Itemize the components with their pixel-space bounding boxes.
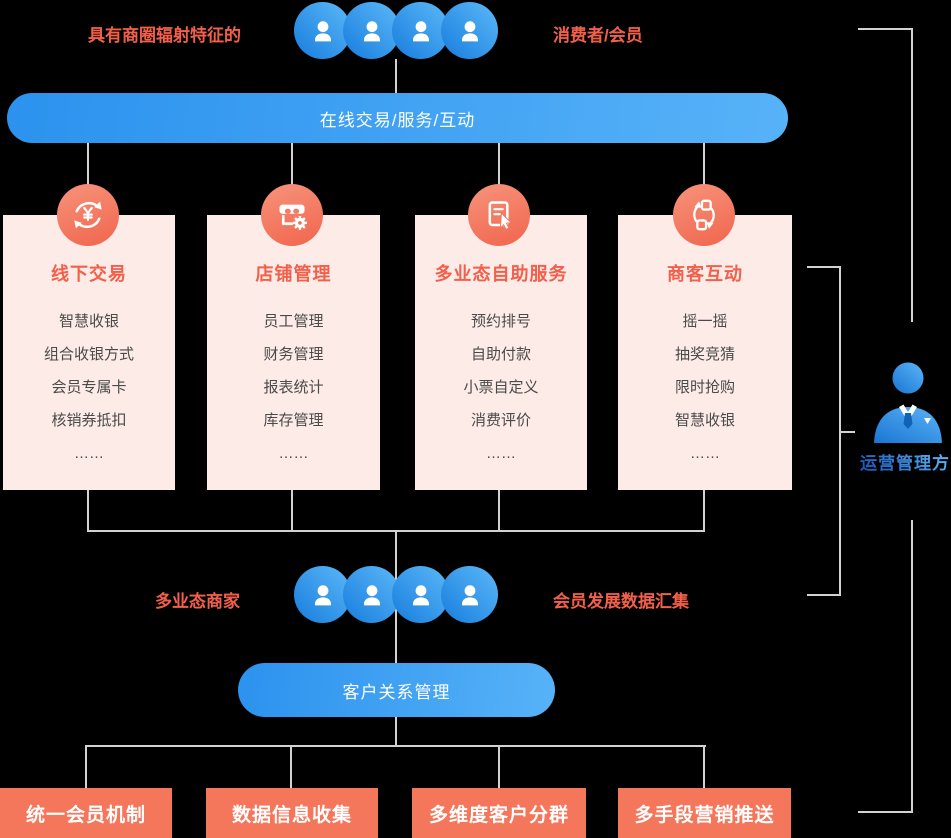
storefront-gear-icon xyxy=(261,184,323,246)
connector-line xyxy=(498,745,500,788)
card-item: 自助付款 xyxy=(470,346,531,363)
btn-marketing-push: 多手段营销推送 xyxy=(618,788,791,838)
label-consumer-member: 消费者/会员 xyxy=(553,26,643,45)
card-item: 小票自定义 xyxy=(463,379,539,396)
card-item: 智慧收银 xyxy=(58,313,119,330)
card-item: …… xyxy=(278,445,309,462)
connector-line xyxy=(498,490,500,532)
card-title: 线下交易 xyxy=(51,264,127,284)
connector-line xyxy=(703,490,705,532)
card-merchant-interaction: 商客互动 摇一摇 抽奖竞猜 限时抢购 智慧收银 …… xyxy=(618,215,792,490)
connector-line xyxy=(290,745,292,788)
connector-line xyxy=(291,490,293,532)
currency-exchange-icon xyxy=(57,184,119,246)
person-icon xyxy=(392,566,449,623)
document-click-icon xyxy=(468,184,530,246)
card-item: 会员专属卡 xyxy=(51,379,127,396)
person-icon xyxy=(343,566,400,623)
card-item: 报表统计 xyxy=(263,379,324,396)
bracket-line xyxy=(911,28,913,322)
card-store-management: 店铺管理 员工管理 财务管理 报表统计 库存管理 …… xyxy=(207,215,380,490)
btn-customer-segmentation: 多维度客户分群 xyxy=(412,788,586,838)
card-item: 消费评价 xyxy=(470,412,531,429)
card-item: 员工管理 xyxy=(263,313,324,330)
card-item: 预约排号 xyxy=(470,313,531,330)
person-icon xyxy=(441,566,498,623)
connector-line xyxy=(498,143,500,185)
card-title: 店铺管理 xyxy=(255,264,332,284)
connector-line xyxy=(395,59,397,94)
person-icon xyxy=(294,2,351,59)
connector-line xyxy=(87,490,89,532)
card-offline-trade: 线下交易 智慧收银 组合收银方式 会员专属卡 核销券抵扣 …… xyxy=(3,215,175,490)
connector-line xyxy=(86,745,706,747)
connector-line xyxy=(703,745,705,788)
person-icon xyxy=(392,2,449,59)
person-icon xyxy=(343,2,400,59)
connector-line xyxy=(291,143,293,185)
label-merchants: 多业态商家 xyxy=(155,592,240,611)
connector-line xyxy=(87,143,89,185)
card-item: …… xyxy=(486,445,516,462)
card-item: 财务管理 xyxy=(263,346,324,363)
bracket-line xyxy=(911,520,913,813)
sync-exchange-icon xyxy=(673,184,735,246)
bracket-line xyxy=(839,431,855,433)
card-title: 商客互动 xyxy=(667,264,743,284)
person-icon xyxy=(294,566,351,623)
card-item: …… xyxy=(690,445,720,462)
label-business-circle: 具有商圈辐射特征的 xyxy=(88,26,241,45)
person-icon xyxy=(441,2,498,59)
label-member-data: 会员发展数据汇集 xyxy=(553,592,689,611)
bracket-line xyxy=(807,594,841,596)
bracket-line xyxy=(807,266,841,268)
card-item: 组合收银方式 xyxy=(43,346,134,363)
card-item: …… xyxy=(74,445,104,462)
card-item: 智慧收银 xyxy=(674,412,735,429)
connector-line xyxy=(395,717,397,747)
card-title: 多业态自助服务 xyxy=(434,264,568,284)
card-item: 摇一摇 xyxy=(682,313,728,330)
card-item: 核销券抵扣 xyxy=(51,412,127,429)
bar-crm: 客户关系管理 xyxy=(238,663,555,717)
connector-line xyxy=(703,143,705,185)
connector-line xyxy=(85,745,87,788)
operator-label: 运营管理方 xyxy=(860,449,950,474)
btn-unified-membership: 统一会员机制 xyxy=(0,788,172,838)
bracket-line xyxy=(858,811,913,813)
bracket-line xyxy=(858,28,913,30)
bar-online-services: 在线交易/服务/互动 xyxy=(7,93,788,143)
card-item: 限时抢购 xyxy=(674,379,735,396)
card-item: 抽奖竞猜 xyxy=(674,346,735,363)
btn-data-collection: 数据信息收集 xyxy=(206,788,378,838)
businessman-icon xyxy=(867,361,949,448)
card-item: 库存管理 xyxy=(263,412,324,429)
card-self-service: 多业态自助服务 预约排号 自助付款 小票自定义 消费评价 …… xyxy=(415,215,587,490)
